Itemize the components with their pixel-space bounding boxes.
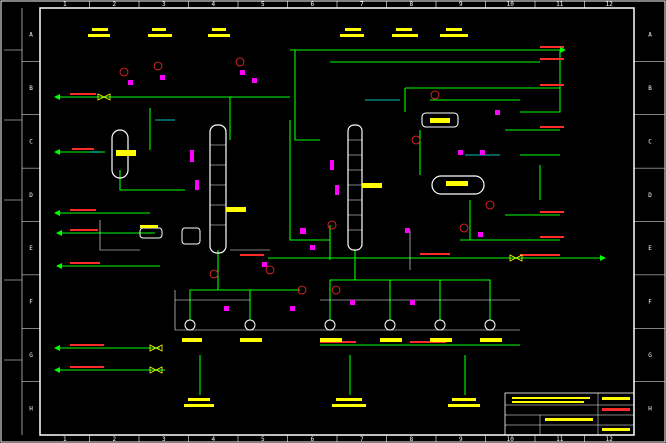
instrument-bubbles [119,57,495,295]
grid-column-label: 8 [409,436,413,443]
vessel-icon [431,175,485,195]
grid-row-label: D [29,192,33,199]
grid-row-label: A [648,32,652,39]
grid-column-label: 7 [360,1,364,8]
grid-column-label: 1 [63,1,67,8]
pump-tag-labels [182,338,502,342]
grid-column-label: 10 [507,436,515,443]
title-block [504,392,635,436]
grid-row-label: C [648,138,652,145]
grid-row-label: E [29,245,33,252]
grid-column-ticks [89,1,585,442]
instrument-tags [128,70,500,311]
grid-column-label: 9 [459,436,463,443]
grid-row-label: D [648,192,652,199]
grid-column-label: 3 [162,1,166,8]
grid-column-label: 3 [162,436,166,443]
grid-column-label: 10 [507,1,515,8]
bottom-stream-labels [184,398,480,407]
grid-row-label: G [29,352,33,359]
grid-column-label: 12 [606,436,614,443]
pump-icon [184,319,496,331]
grid-column-label: 2 [112,436,116,443]
grid-row-label: C [29,138,33,145]
grid-column-label: 11 [556,436,564,443]
grid-row-label: F [648,299,652,306]
grid-row-label: H [29,405,33,412]
distillation-column-icon [347,124,382,251]
grid-row-ticks [22,61,665,382]
distillation-column-icon [209,124,246,254]
grid-column-label: 12 [606,1,614,8]
control-valve-icon [97,93,523,374]
grid-row-labels: A A B B C C D D E E F F G G H H [29,32,652,413]
heat-exchanger-icon [181,227,201,245]
grid-row-label: H [648,405,652,412]
grid-row-label: E [648,245,652,252]
main-process-piping [60,49,600,395]
grid-column-label: 7 [360,436,364,443]
heat-exchanger-icon [139,225,163,239]
grid-row-label: B [29,85,33,92]
grid-column-label: 2 [112,1,116,8]
heat-exchanger-icon [421,112,459,128]
stream-header-labels [88,28,468,37]
grid-column-label: 8 [409,1,413,8]
grid-column-label: 5 [261,1,265,8]
inner-frame [39,7,635,436]
grid-column-label: 5 [261,436,265,443]
grid-column-label: 11 [556,1,564,8]
binding-strip-marks [4,49,22,361]
grid-row-label: A [29,32,33,39]
grid-column-label: 6 [310,436,314,443]
flow-arrows [54,47,606,373]
grid-column-label: 9 [459,1,463,8]
grid-column-label: 1 [63,436,67,443]
grid-row-label: G [648,352,652,359]
grid-column-label: 4 [211,436,215,443]
grid-row-label: F [29,299,33,306]
grid-column-label: 6 [310,1,314,8]
auxiliary-piping [99,220,520,331]
vessel-icon [111,129,136,179]
grid-row-label: B [648,85,652,92]
grid-column-label: 4 [211,1,215,8]
